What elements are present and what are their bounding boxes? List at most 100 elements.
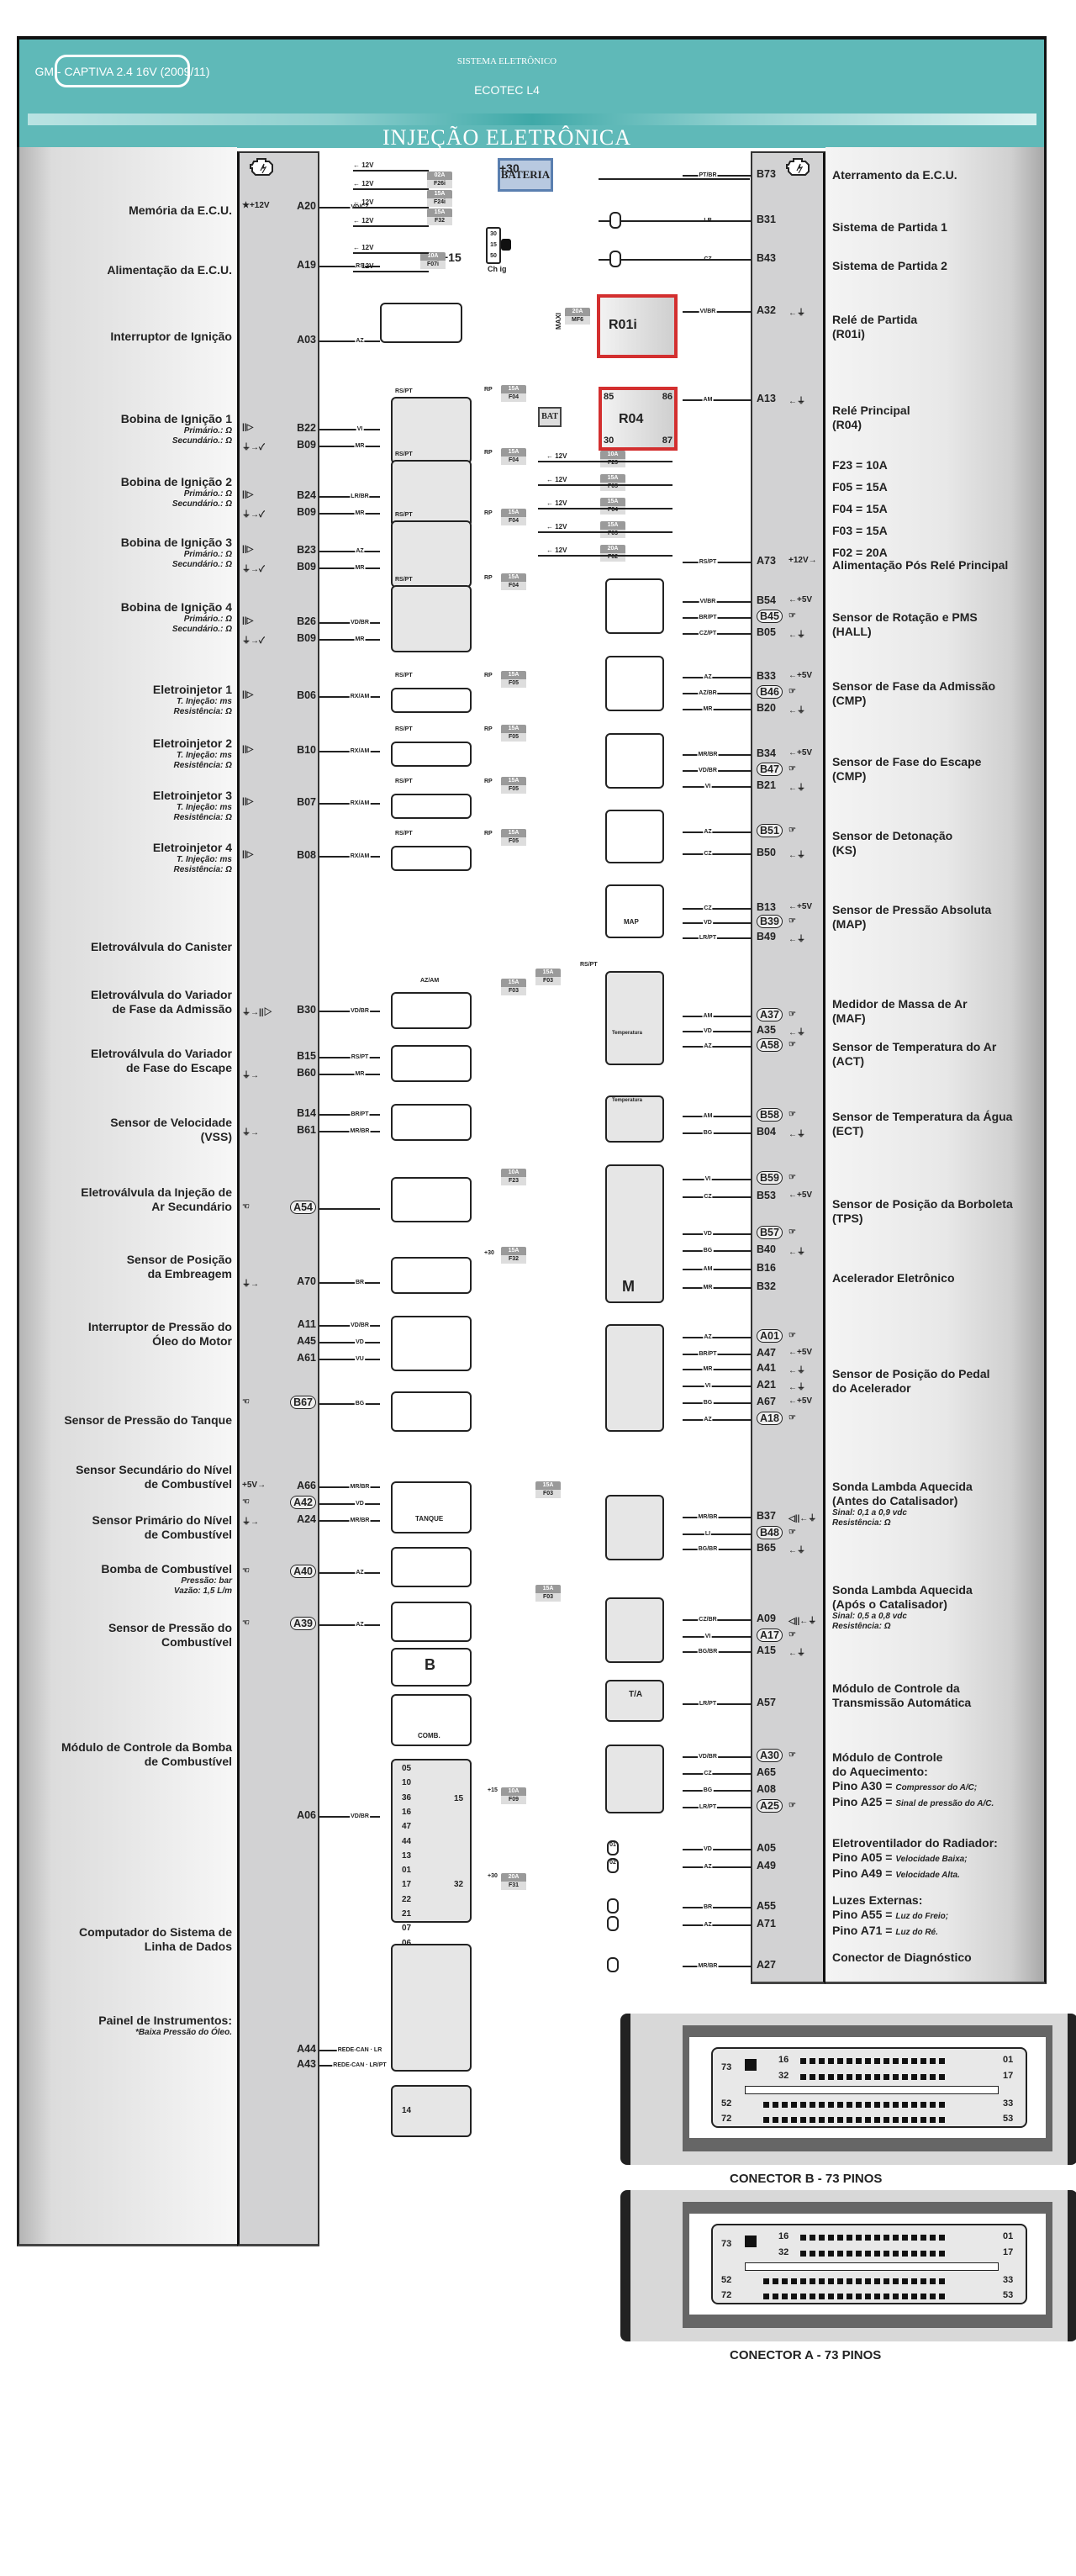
component-name: Computador do Sistema de [78, 1925, 232, 1939]
connector-pin [828, 2278, 834, 2284]
component-spec: T. Injeção: ms [177, 697, 232, 706]
wire [319, 1208, 380, 1210]
connector-pin [782, 2294, 788, 2299]
pulse-output-icon: ||▷ [242, 745, 254, 754]
page-title: INJEÇÃO ELETRÔNICA [382, 125, 632, 150]
ecu-pin: A03 [297, 334, 316, 346]
fan-connector: 01 [607, 1840, 619, 1855]
engine-check-icon [786, 158, 810, 176]
wire [319, 207, 380, 209]
wire-color-label: BG [702, 1247, 714, 1254]
intake-cam-sensor [605, 656, 664, 711]
component-spec: Sinal: 0,1 a 0,9 vdc [832, 1508, 907, 1518]
wire [683, 601, 752, 603]
ecu-pin: A54 [277, 1201, 316, 1214]
component-spec: T. Injeção: ms [177, 803, 232, 812]
ignition-coil [391, 585, 472, 652]
wire [319, 622, 380, 624]
pin-note: Pino A49 = Velocidade Alta. [832, 1866, 960, 1880]
wire [683, 1132, 752, 1134]
wire [683, 1233, 752, 1235]
oil-pressure-switch [391, 1391, 472, 1432]
connector-pin [939, 2235, 945, 2241]
component-name-line2: de Combustível [144, 1755, 232, 1768]
pin-number: 01 [1003, 2055, 1014, 2065]
connector-pin [847, 2278, 852, 2284]
ecu-pin: B23 [297, 544, 316, 556]
right-component-label: Medidor de Massa de Ar(MAF) [832, 997, 968, 1026]
wire-color-label: AZ [703, 1333, 713, 1340]
connector-pin [874, 2117, 880, 2123]
ignition-coil [391, 520, 472, 588]
wire [319, 639, 380, 641]
right-component-label: Sonda Lambda Aquecida(Após o Catalisador… [832, 1583, 973, 1632]
ecu-pin: B09 [297, 439, 316, 451]
ecu-pin: B09 [297, 561, 316, 573]
component-name: Eletroinjetor 4 [152, 841, 232, 854]
connector-key-pin [745, 2059, 757, 2071]
right-component-label: Sensor de Detonação(KS) [832, 829, 952, 858]
fuse-rating: F02 = 20A [832, 546, 888, 559]
ignition-switch-component [380, 303, 462, 343]
component-name-line2: Linha de Dados [144, 1940, 232, 1953]
ground-icon: ⏚→||▷ [242, 1008, 272, 1017]
connector-pin [847, 2117, 852, 2123]
connector-pin [920, 2058, 926, 2064]
ignition-key-icon [501, 239, 511, 251]
connector-pin [856, 2278, 862, 2284]
connector-pin [902, 2294, 908, 2299]
connector-pin [920, 2235, 926, 2241]
wire-color-label: RS/PT [395, 577, 413, 583]
wire-color-label: LR/PT [698, 934, 718, 941]
ecu-pin: B67 [277, 1396, 316, 1409]
wire [683, 399, 752, 401]
wire [538, 461, 672, 462]
ecu-pin: A55 [757, 1900, 776, 1912]
connector-pin [883, 2117, 889, 2123]
pin-number: 53 [1003, 2290, 1014, 2300]
connector-pin [819, 2102, 825, 2108]
connector-pin [847, 2058, 852, 2064]
pulse-output-icon: ||▷ [242, 616, 254, 626]
connector-pin [800, 2278, 806, 2284]
signal-pointer-icon: ☞ [789, 1010, 796, 1019]
ecu-pin: B10 [297, 744, 316, 756]
heater-control-module [605, 1745, 664, 1813]
module-pin: 15 [454, 1794, 464, 1803]
connector-key-slot [745, 2086, 999, 2094]
wire-color-label: RS/PT [350, 1053, 370, 1060]
module-pin: 16 [402, 1807, 412, 1817]
left-component-label: Alimentação da E.C.U. [107, 263, 232, 277]
ecu-pin: A01 [757, 1329, 783, 1343]
rail-label: RP [484, 726, 493, 732]
connector-pin [911, 2102, 917, 2108]
ignition-coil [391, 397, 472, 464]
connector-pin [847, 2235, 852, 2241]
pin-number: 73 [721, 2062, 732, 2072]
signal-pointer-icon: ☜ [242, 1618, 250, 1628]
tank-label: TANQUE [415, 1515, 444, 1523]
wire-color-label: REDE-CAN · LR [336, 2046, 383, 2053]
wire [353, 170, 429, 172]
pin-number: 01 [1003, 2231, 1014, 2241]
component-name: Módulo de Controle da [832, 1681, 960, 1695]
module-pin: 17 [402, 1880, 412, 1890]
wire [683, 1269, 752, 1270]
signal-pointer-icon: ☜ [242, 1497, 250, 1507]
component-name: Alimentação Pós Relé Principal [832, 558, 1009, 572]
connector-pin [939, 2117, 945, 2123]
ecu-pin: A13 [757, 393, 776, 404]
wire-color-label: BR/PT [698, 1350, 718, 1357]
rail-label: RP [484, 450, 493, 456]
